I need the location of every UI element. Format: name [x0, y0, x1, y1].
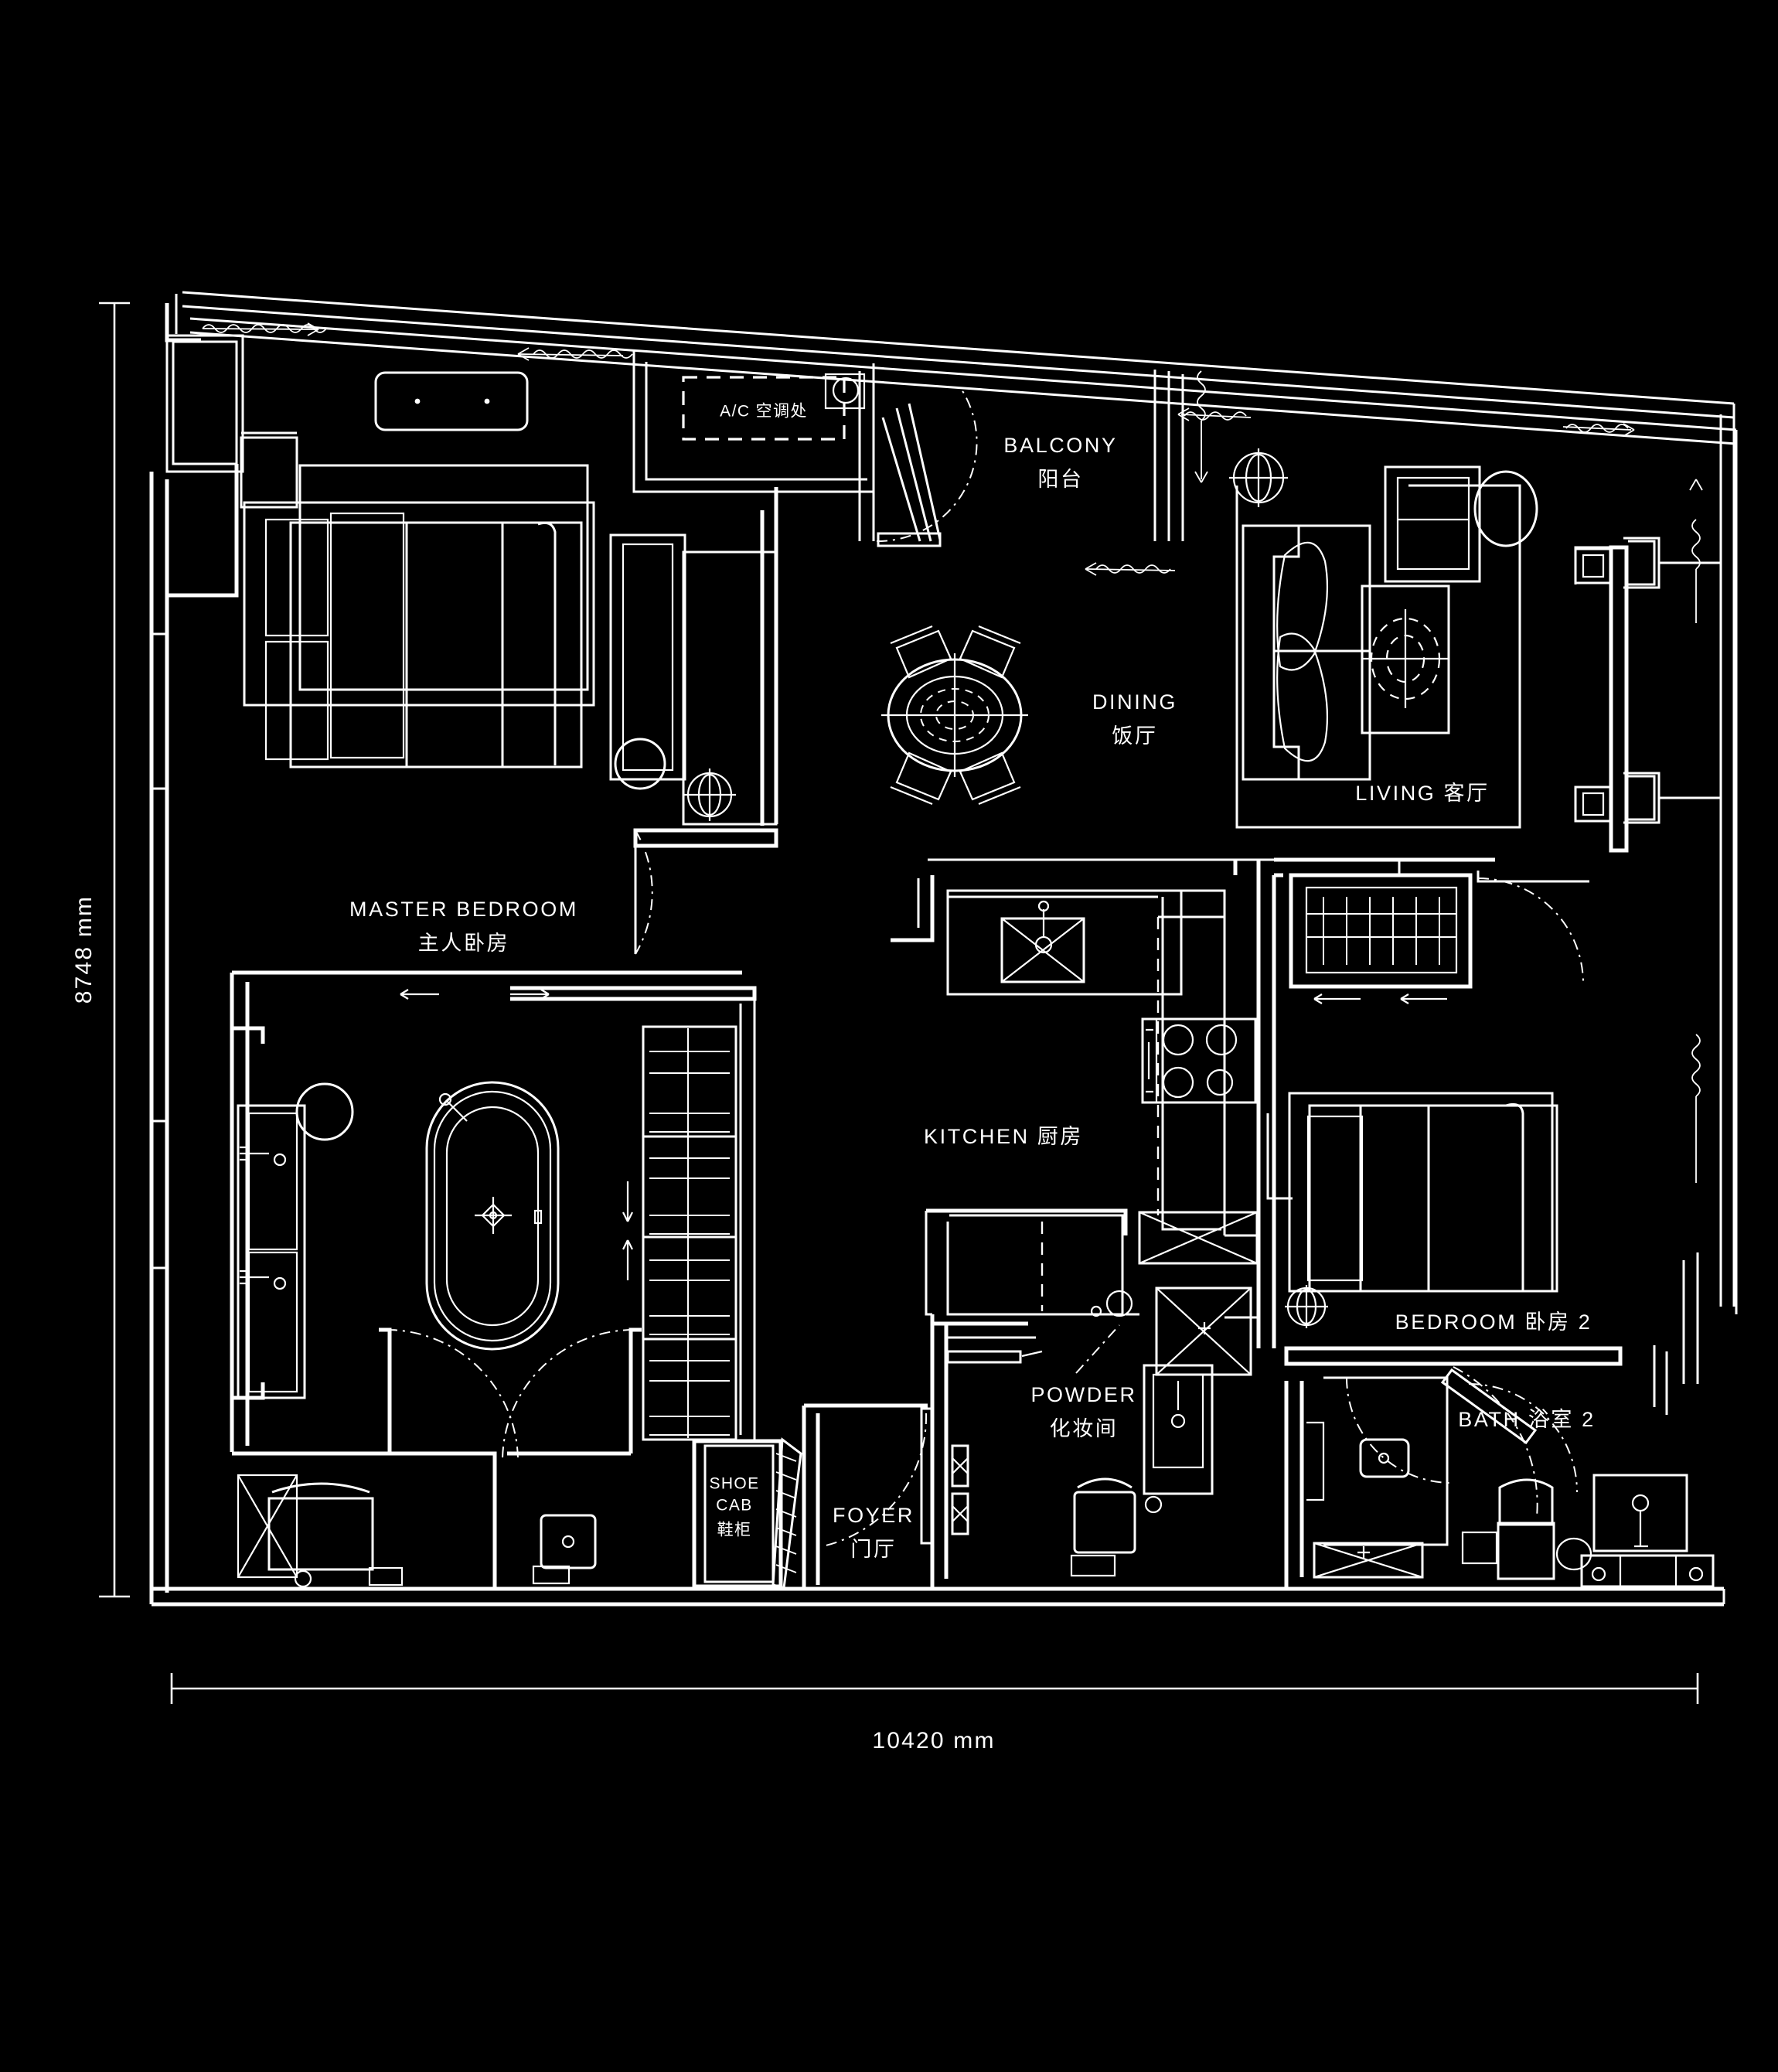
master-bath-area	[230, 973, 757, 1589]
room-label-powder-en: POWDER	[1030, 1383, 1136, 1406]
coffee-table-medallion	[1362, 609, 1449, 708]
dining-area: DINING 饭厅	[881, 625, 1177, 806]
room-label-bath2: BATH 浴室 2	[1458, 1408, 1595, 1431]
left-exterior-windows	[152, 632, 167, 1269]
bath2-area: BATH 浴室 2	[1284, 1345, 1715, 1589]
living-area: LIVING 客厅	[1229, 448, 1538, 829]
room-label-foyer-cn: 门厅	[850, 1538, 896, 1561]
balcony-area: BALCONY 阳台	[876, 370, 1208, 576]
shoe-cab-area: SHOE CAB 鞋柜	[692, 1437, 802, 1590]
ceiling-fitting-icon	[683, 768, 736, 821]
room-label-shoe-cab-line1: SHOE	[709, 1475, 759, 1493]
room-label-living: LIVING 客厅	[1355, 782, 1489, 805]
master-bedroom-area: MASTER BEDROOM 主人卧房	[165, 334, 778, 999]
room-label-master-bedroom-cn: 主人卧房	[418, 932, 509, 955]
room-label-balcony-en: BALCONY	[1003, 434, 1117, 457]
room-label-powder-cn: 化妆间	[1050, 1417, 1119, 1440]
horizontal-dimension-label: 10420 mm	[872, 1728, 995, 1753]
right-exterior-detail	[1177, 407, 1703, 1384]
room-label-ac: A/C 空调处	[720, 403, 808, 421]
room-label-foyer-en: FOYER	[833, 1504, 915, 1527]
room-label-shoe-cab-line2: CAB	[716, 1497, 752, 1515]
room-label-bedroom2: BEDROOM 卧房 2	[1395, 1310, 1592, 1334]
dining-chair	[959, 625, 1021, 679]
room-label-dining-en: DINING	[1092, 690, 1177, 714]
room-label-dining-cn: 饭厅	[1112, 724, 1157, 748]
dining-chair	[890, 751, 952, 806]
ac-zone: A/C 空调处	[632, 349, 875, 541]
powder-area: POWDER 化妆间	[930, 1314, 1214, 1589]
room-label-master-bedroom-en: MASTER BEDROOM	[349, 898, 578, 921]
ceiling-light-icon	[1229, 448, 1288, 507]
vertical-dimension-label: 8748 mm	[71, 895, 97, 1004]
bedroom2-area: BEDROOM 卧房 2	[1266, 857, 1592, 1334]
window-arrows-top	[202, 322, 633, 361]
dining-chair	[959, 751, 1021, 806]
top-right-corner	[1623, 537, 1721, 824]
horizontal-dimension: 10420 mm	[170, 1673, 1699, 1753]
bedroom2-light-icon	[1285, 1285, 1328, 1328]
building-envelope	[149, 291, 1738, 1607]
dining-chair	[890, 625, 952, 679]
foyer-area: FOYER 门厅	[802, 1403, 934, 1589]
corridor-walls	[930, 860, 1276, 1348]
room-label-balcony-cn: 阳台	[1037, 468, 1083, 491]
room-label-shoe-cab-cn: 鞋柜	[717, 1522, 752, 1539]
room-label-kitchen: KITCHEN 厨房	[924, 1125, 1083, 1148]
vertical-dimension: 8748 mm	[71, 302, 130, 1598]
bathtub-drain-icon	[475, 1197, 512, 1234]
